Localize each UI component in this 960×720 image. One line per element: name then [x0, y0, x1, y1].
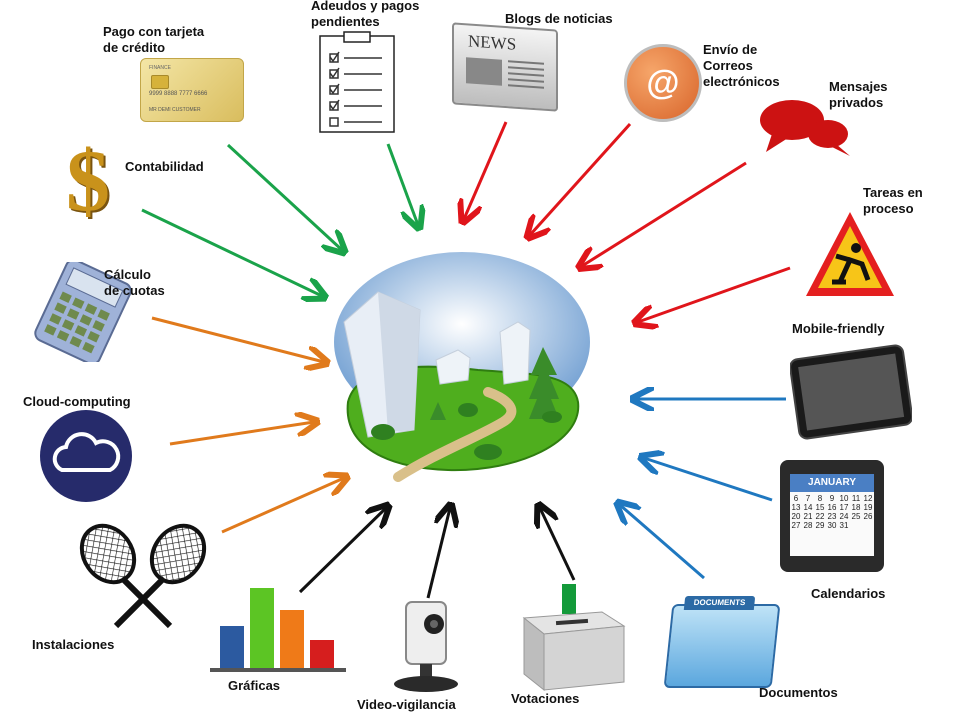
label-contabilidad: Contabilidad: [125, 159, 204, 174]
rackets-icon: [79, 523, 207, 629]
arrow-blogs: [464, 121, 508, 219]
calendar-day: 26: [863, 512, 873, 521]
label-documentos: Documentos: [759, 685, 838, 700]
calendar-day: 17: [839, 503, 849, 512]
arrow-graficas: [298, 508, 386, 594]
security-camera-icon: [394, 601, 458, 692]
calendar-day: 19: [863, 503, 873, 512]
arrow-video: [426, 508, 450, 599]
label-votaciones: Votaciones: [511, 691, 580, 706]
calendar-day: 14: [803, 503, 813, 512]
label-blogs: Blogs de noticias: [505, 11, 613, 26]
card-chip: [151, 75, 169, 89]
calendar-day: 13: [791, 503, 801, 512]
calendar-day: 15: [815, 503, 825, 512]
label-cloud: Cloud-computing: [23, 394, 131, 409]
work-in-progress-sign-icon: [806, 212, 894, 296]
arrow-envio: [530, 122, 632, 235]
calendar-day: 10: [839, 494, 849, 503]
checklist-clipboard-icon: [319, 31, 395, 133]
calendar-day: 25: [851, 512, 861, 521]
label-calculo: Cálculo de cuotas: [104, 267, 165, 298]
calendar-day: 11: [851, 494, 861, 503]
arrow-tareas: [638, 266, 791, 322]
label-graficas: Gráficas: [228, 678, 281, 693]
calendar-day: 29: [815, 521, 825, 530]
label-adeudos: Adeudos y pagos pendientes: [311, 0, 420, 29]
label-tareas: Tareas en proceso: [863, 185, 923, 216]
card-brand: FINANCE: [149, 65, 171, 71]
email-at-icon: @: [624, 44, 702, 122]
documents-folder-icon: DOCUMENTS: [663, 596, 781, 688]
label-calendarios: Calendarios: [811, 586, 886, 601]
calendar-day: 7: [805, 494, 811, 503]
documents-tab: DOCUMENTS: [683, 596, 756, 610]
label-video: Video-vigilancia: [357, 697, 456, 712]
arrow-documentos: [620, 505, 705, 580]
arrow-mensajes: [582, 161, 747, 266]
newspaper-lines: [508, 60, 544, 65]
newspaper-icon: NEWS: [452, 22, 558, 112]
calendar-month: JANUARY: [790, 474, 874, 492]
calendar-day: 30: [827, 521, 837, 530]
calendar-day: 27: [791, 521, 801, 530]
credit-card-icon: FINANCE 9999 8888 7777 6666 MR DEMI CUST…: [140, 58, 244, 122]
arrow-calculo: [151, 316, 324, 362]
calendar-day: 18: [851, 503, 861, 512]
card-holder: MR DEMI CUSTOMER: [149, 107, 201, 113]
calendar-day: 20: [791, 512, 801, 521]
arrow-calendarios: [644, 458, 773, 502]
label-instalaciones: Instalaciones: [32, 637, 115, 652]
arrow-adeudos: [386, 143, 418, 225]
calendar-day: 16: [827, 503, 837, 512]
cloud-computing-icon: [40, 410, 132, 502]
calculator-icon: [34, 262, 132, 362]
ballot-box-icon: [522, 584, 626, 692]
dollar-sign-icon: $: [66, 133, 110, 230]
arrow-pago: [226, 143, 342, 250]
calendar-day: 31: [839, 521, 849, 530]
label-mobile: Mobile-friendly: [792, 321, 885, 336]
arrow-instalaciones: [221, 478, 344, 534]
card-number: 9999 8888 7777 6666: [149, 91, 208, 97]
calendar-day: 6: [793, 494, 799, 503]
tablet-icon: [790, 344, 912, 440]
calendar-day: 24: [839, 512, 849, 521]
label-pago: Pago con tarjeta de crédito: [103, 24, 205, 55]
arrow-votaciones: [540, 508, 576, 581]
label-mensajes: Mensajes privados: [829, 79, 888, 110]
private-messages-icon: [760, 100, 850, 156]
calendar-day: 23: [827, 512, 837, 521]
calendar-day: 12: [863, 494, 873, 503]
calendar-day: 21: [803, 512, 813, 521]
arrow-cloud: [169, 422, 314, 446]
calendar-day: 8: [817, 494, 823, 503]
calendar-day: 9: [829, 494, 835, 503]
newspaper-photo: [466, 57, 502, 86]
bar-graph-icon: [210, 588, 346, 672]
calendar-day: 22: [815, 512, 825, 521]
central-city-landscape-icon: [334, 252, 590, 482]
label-envio: Envío de Correos electrónicos: [703, 42, 780, 89]
calendar-day: 28: [803, 521, 813, 530]
arrow-contabilidad: [141, 208, 322, 296]
at-sign: @: [646, 63, 680, 102]
newspaper-title: NEWS: [468, 31, 517, 54]
